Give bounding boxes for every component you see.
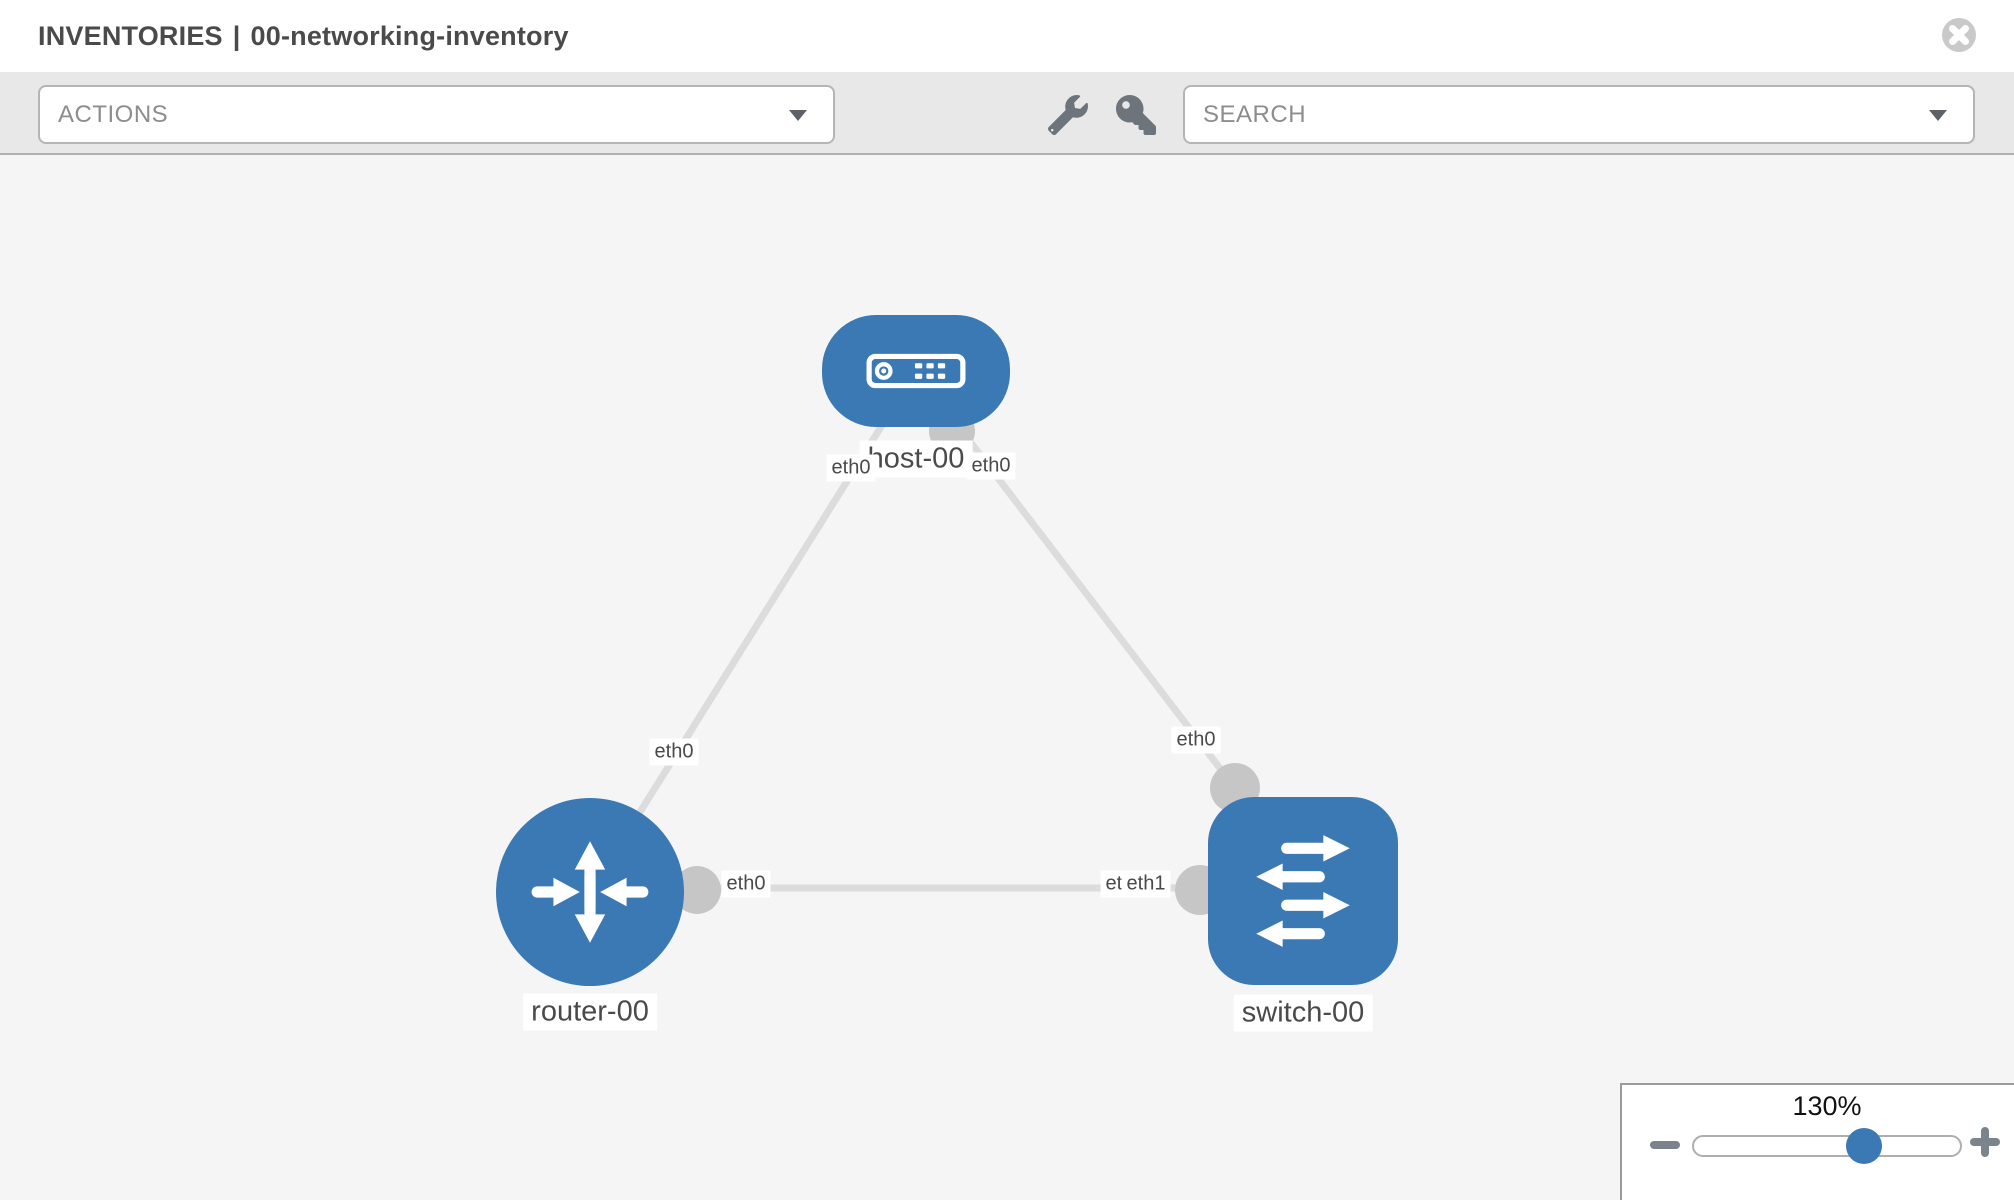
minus-icon xyxy=(1650,1141,1680,1149)
iface-circle-router xyxy=(673,866,721,914)
switch-icon xyxy=(1256,835,1350,947)
close-icon xyxy=(1942,18,1976,52)
iface-label-host-left: eth0 xyxy=(826,454,876,482)
iface-label-router-side: eth0 xyxy=(721,870,771,898)
router-icon xyxy=(531,841,649,943)
chevron-down-icon xyxy=(789,109,807,121)
node-switch-00[interactable] xyxy=(1208,797,1398,985)
plus-icon xyxy=(1981,1127,1989,1157)
chevron-down-icon xyxy=(1929,109,1947,121)
breadcrumb-section: INVENTORIES xyxy=(38,20,223,51)
host-icon xyxy=(866,353,966,389)
iface-label-host-right: eth0 xyxy=(966,452,1016,480)
zoom-slider-handle[interactable] xyxy=(1846,1128,1882,1164)
zoom-panel: 130% xyxy=(1620,1083,2014,1200)
zoom-slider-track[interactable] xyxy=(1692,1128,1962,1164)
actions-dropdown[interactable]: ACTIONS xyxy=(38,85,835,144)
node-host-00[interactable] xyxy=(822,315,1010,427)
zoom-out-button[interactable] xyxy=(1648,1131,1682,1157)
tools-button[interactable] xyxy=(1046,94,1090,138)
iface-label-switch-side: eth1 xyxy=(1121,870,1171,898)
wrench-icon xyxy=(1048,94,1088,135)
node-label-router: router-00 xyxy=(523,993,657,1031)
toolbar: ACTIONS SEARCH xyxy=(0,72,2014,155)
inventory-name: 00-networking-inventory xyxy=(250,20,569,51)
node-label-host: host-00 xyxy=(859,440,973,478)
search-dropdown-label: SEARCH xyxy=(1203,100,1307,128)
header-bar: INVENTORIES | 00-networking-inventory xyxy=(0,0,2014,72)
zoom-level-readout: 130% xyxy=(1792,1091,1862,1121)
close-button[interactable] xyxy=(1940,16,1978,54)
iface-label-switch-up: eth0 xyxy=(1171,726,1221,754)
node-router-00[interactable] xyxy=(496,798,684,986)
actions-dropdown-label: ACTIONS xyxy=(58,100,169,128)
key-icon xyxy=(1116,94,1156,135)
page-title: INVENTORIES | 00-networking-inventory xyxy=(38,21,569,52)
node-label-switch: switch-00 xyxy=(1233,994,1373,1032)
iface-label-router-up: eth0 xyxy=(649,738,699,766)
zoom-in-button[interactable] xyxy=(1968,1125,2002,1159)
breadcrumb-separator: | xyxy=(232,20,241,51)
search-dropdown[interactable]: SEARCH xyxy=(1183,85,1975,144)
credentials-button[interactable] xyxy=(1114,94,1158,138)
